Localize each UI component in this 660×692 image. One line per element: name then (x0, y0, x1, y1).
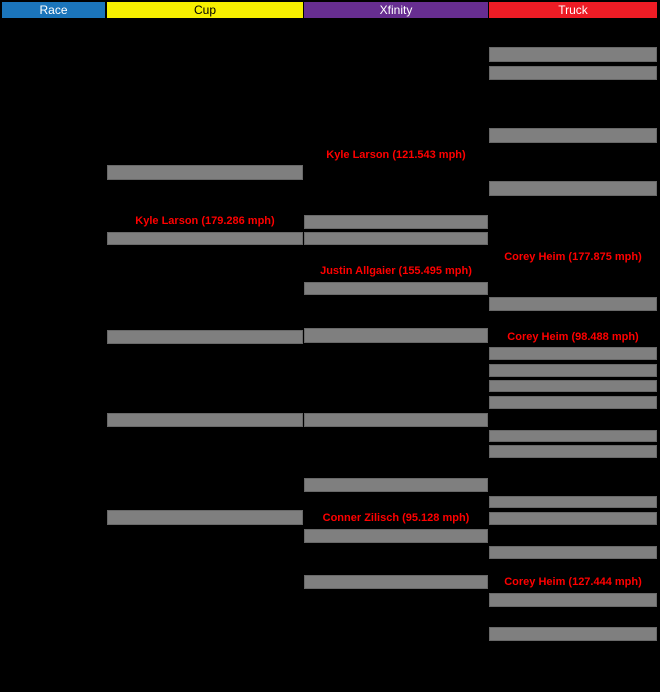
highlighted-cell-xfinity (304, 215, 488, 229)
highlighted-cell-truck (489, 297, 657, 311)
track-record-label-xfinity: Conner Zilisch (95.128 mph) (322, 512, 470, 524)
highlighted-cell-truck (489, 380, 657, 392)
highlighted-cell-cup (107, 330, 303, 344)
track-record-label-truck: Corey Heim (177.875 mph) (504, 251, 642, 263)
highlighted-cell-xfinity (304, 575, 488, 589)
highlighted-cell-truck (489, 512, 657, 525)
highlighted-cell-xfinity (304, 328, 488, 343)
highlighted-cell-xfinity (304, 282, 488, 295)
highlighted-cell-xfinity (304, 478, 488, 492)
highlighted-cell-truck (489, 364, 657, 377)
column-header-cup: Cup (107, 2, 303, 18)
highlighted-cell-truck (489, 430, 657, 442)
highlighted-cell-xfinity (304, 529, 488, 543)
highlighted-cell-truck (489, 593, 657, 607)
highlighted-cell-truck (489, 496, 657, 508)
highlighted-cell-cup (107, 232, 303, 245)
highlighted-cell-truck (489, 66, 657, 80)
highlighted-cell-cup (107, 413, 303, 427)
highlighted-cell-cup (107, 165, 303, 180)
track-record-label-cup: Kyle Larson (179.286 mph) (135, 215, 275, 227)
highlighted-cell-cup (107, 510, 303, 525)
column-header-xfinity: Xfinity (304, 2, 488, 18)
track-record-label-xfinity: Justin Allgaier (155.495 mph) (320, 265, 472, 277)
column-header-race: Race (2, 2, 105, 18)
highlighted-cell-truck (489, 627, 657, 641)
highlighted-cell-truck (489, 128, 657, 143)
highlighted-cell-truck (489, 347, 657, 360)
track-record-label-xfinity: Kyle Larson (121.543 mph) (326, 149, 466, 161)
track-record-label-truck: Corey Heim (98.488 mph) (507, 331, 639, 343)
column-header-truck: Truck (489, 2, 657, 18)
highlighted-cell-truck (489, 445, 657, 458)
highlighted-cell-truck (489, 181, 657, 196)
highlighted-cell-truck (489, 546, 657, 559)
track-record-label-truck: Corey Heim (127.444 mph) (504, 576, 642, 588)
highlighted-cell-xfinity (304, 413, 488, 427)
highlighted-cell-truck (489, 396, 657, 409)
highlighted-cell-xfinity (304, 232, 488, 245)
highlighted-cell-truck (489, 47, 657, 62)
